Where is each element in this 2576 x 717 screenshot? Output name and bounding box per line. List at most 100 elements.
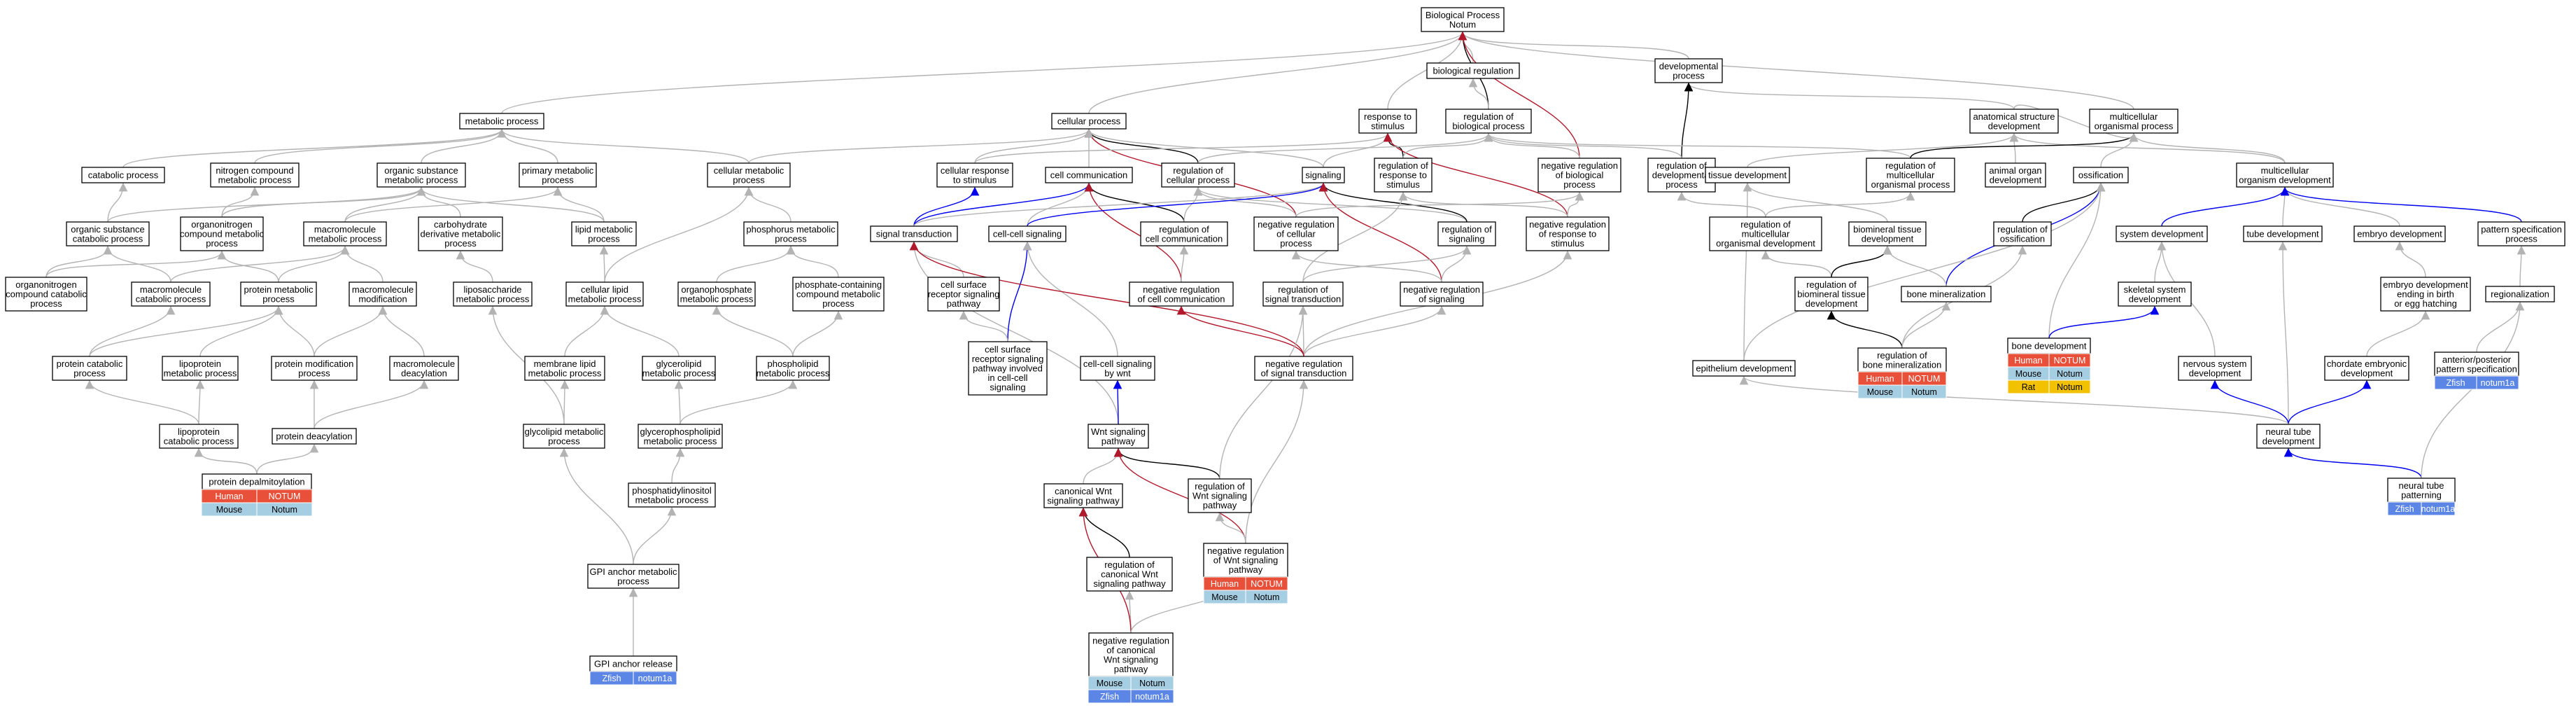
go-term-node-ossif[interactable]: ossification (2073, 167, 2129, 183)
go-term-node-bone-dev[interactable]: bone development (2007, 337, 2091, 354)
go-term-node-signaling[interactable]: signaling (1302, 167, 1345, 183)
node-label-line: process (206, 238, 238, 249)
node-label-line: pathway (1102, 436, 1136, 446)
go-term-node-prot-depalm[interactable]: protein depalmitoylation (202, 473, 312, 490)
go-term-node-gpi-release[interactable]: GPI anchor release (589, 655, 677, 672)
go-term-node-met-proc[interactable]: metabolic process (459, 113, 544, 130)
go-term-node-epith-dev[interactable]: epithelium development (1692, 360, 1796, 377)
edge-gray (959, 310, 1008, 342)
go-term-node-tissue-dev[interactable]: tissue development (1705, 167, 1790, 183)
go-term-node-bone-min[interactable]: bone mineralization (1901, 286, 1992, 302)
node-label-line: biological regulation (1433, 66, 1514, 76)
go-term-node-tube-dev[interactable]: tube development (2243, 225, 2323, 242)
go-term-node-sig-trans[interactable]: signal transduction (870, 225, 958, 242)
go-term-node-cell-proc[interactable]: cellular process (1051, 113, 1127, 130)
go-term-node-sys-dev[interactable]: system development (2116, 225, 2208, 242)
go-term-node-biol-reg[interactable]: biological regulation (1426, 62, 1520, 79)
node-box (1421, 7, 1505, 32)
go-term-node-embryo-dev[interactable]: embryo development (2353, 225, 2446, 242)
go-term-node-prot-deacyl[interactable]: protein deacylation (272, 428, 357, 445)
go-term-node-regionaliz[interactable]: regionalization (2485, 286, 2555, 302)
go-term-node-cc-sig[interactable]: cell-cell signaling (988, 225, 1067, 242)
node-box (2118, 281, 2192, 307)
go-term-node-cell-comm[interactable]: cell communication (1045, 167, 1133, 183)
go-term-node-catab[interactable]: catabolic process (81, 167, 165, 183)
